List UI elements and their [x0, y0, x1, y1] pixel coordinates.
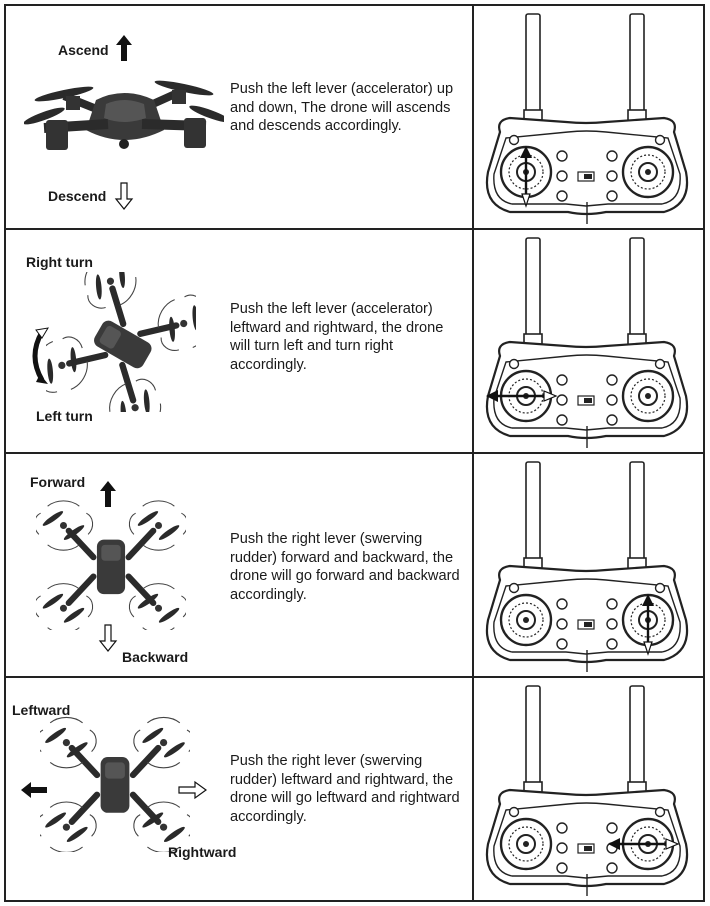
leftward-label: Leftward [12, 702, 71, 718]
remote-controller-image [485, 12, 689, 224]
drone-top-image [36, 500, 186, 630]
down-arrow-icon [98, 624, 118, 652]
instruction-row-turn: Right turn Push the left lever (accelera… [6, 230, 703, 454]
turn-description: Push the left lever (accelerator) leftwa… [230, 301, 444, 373]
left-turn-label: Left turn [36, 408, 93, 424]
instruction-row-forward-backward: Forward Push the right lever (swerving r… [6, 454, 703, 678]
ascend-description: Push the left lever (accelerator) up and… [230, 81, 454, 134]
descend-label: Descend [48, 188, 107, 204]
remote-controller-image [485, 236, 689, 448]
ascend-label: Ascend [58, 42, 109, 58]
up-arrow-icon [100, 481, 116, 507]
forward-label: Forward [30, 474, 86, 490]
drone-top-image [40, 712, 190, 852]
rightward-label: Rightward [168, 844, 237, 860]
instruction-table: Ascend Push the left lever (accelerator)… [4, 4, 705, 902]
right-arrow-icon [178, 780, 208, 800]
backward-label: Backward [122, 649, 189, 665]
right-turn-label: Right turn [26, 254, 93, 270]
up-arrow-icon [116, 35, 132, 61]
remote-controller-image [485, 684, 689, 896]
forward-description: Push the right lever (swerving rudder) f… [230, 531, 460, 603]
drone-top-image [46, 272, 196, 412]
remote-controller-image [485, 460, 689, 672]
instruction-row-ascend-descend: Ascend Push the left lever (accelerator)… [6, 6, 703, 230]
instruction-row-leftward-rightward: Leftward Push the right lever (swerving … [6, 678, 703, 900]
left-arrow-icon [21, 782, 47, 798]
drone-side-image [24, 80, 224, 150]
down-arrow-icon [114, 182, 134, 210]
leftward-description: Push the right lever (swerving rudder) l… [230, 753, 460, 825]
rotate-arrow-icon [32, 327, 49, 384]
